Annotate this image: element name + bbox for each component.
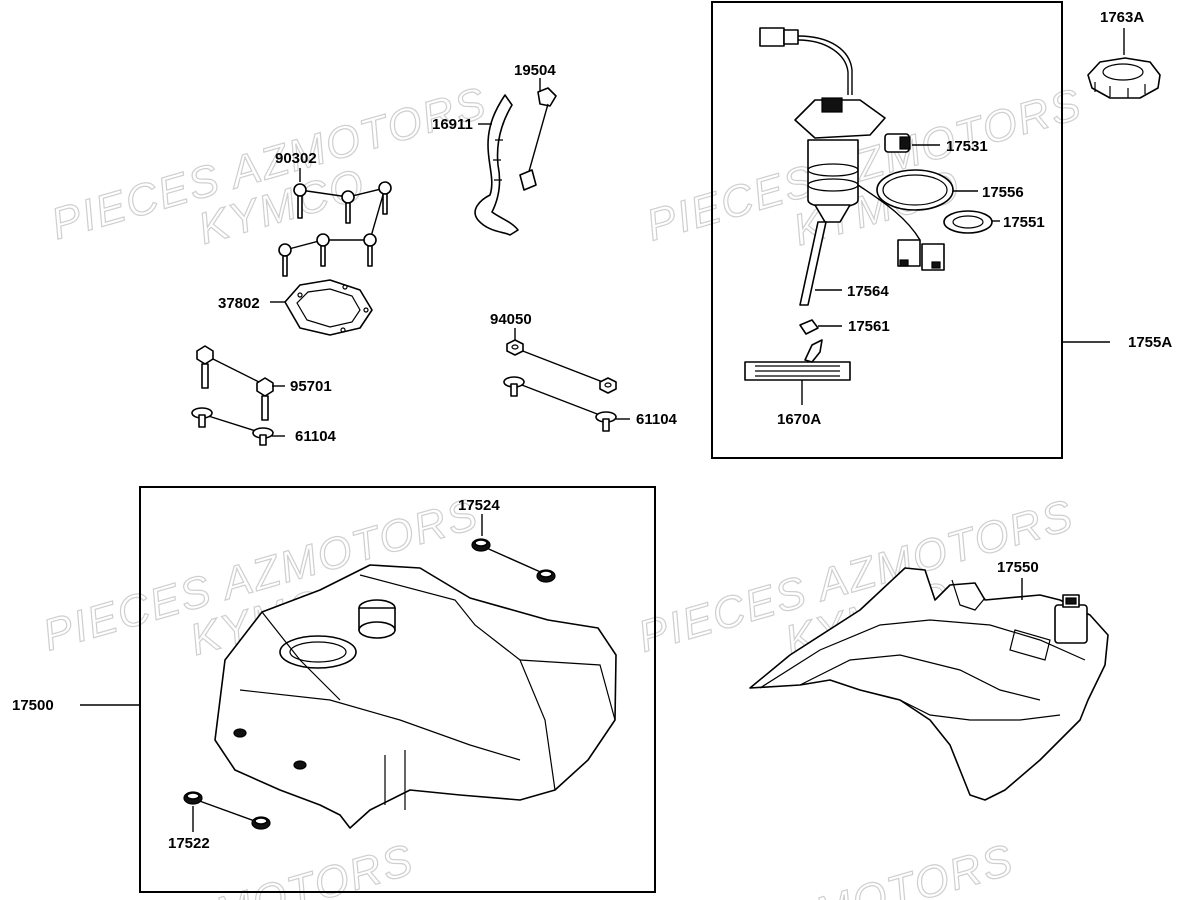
- washer-61104-right: [503, 376, 617, 432]
- fuel-pump-assembly-box: [711, 1, 1063, 459]
- ringnut-17551: [943, 210, 993, 234]
- callout-1755A: 1755A: [1128, 334, 1172, 351]
- callout-19504: 19504: [514, 62, 556, 79]
- callout-1670A: 1670A: [777, 411, 821, 428]
- callout-17556: 17556: [982, 184, 1024, 201]
- sensor-17531: [884, 133, 911, 153]
- fuel-pump: [744, 27, 945, 381]
- callout-17500: 17500: [12, 697, 54, 714]
- bolt-95701: [196, 345, 274, 421]
- callout-61104-left: 61104: [295, 428, 337, 445]
- callout-17524: 17524: [458, 497, 500, 514]
- grommet-17524: [471, 538, 556, 583]
- callout-17531: 17531: [946, 138, 988, 155]
- grommet-17522: [183, 791, 271, 830]
- callout-17564: 17564: [847, 283, 889, 300]
- cap-17561: [799, 319, 819, 335]
- watermark-text: MOTORS: [210, 835, 420, 900]
- screw-set-90302: [278, 181, 392, 277]
- callout-95701: 95701: [290, 378, 332, 395]
- callout-61104-right: 61104: [636, 411, 678, 428]
- hose-16911: [474, 94, 519, 236]
- callout-1763A: 1763A: [1100, 9, 1144, 26]
- callout-17550: 17550: [997, 559, 1039, 576]
- callout-17522: 17522: [168, 835, 210, 852]
- gasket-37802: [284, 279, 373, 336]
- callout-94050: 94050: [490, 311, 532, 328]
- watermark-text: MOTORS: [810, 835, 1020, 900]
- tank-tray-17550: [749, 567, 1109, 801]
- callout-37802: 37802: [218, 295, 260, 312]
- callout-17561: 17561: [848, 318, 890, 335]
- fuel-tank-box: [139, 486, 656, 893]
- callout-16911: 16911: [432, 116, 473, 133]
- callout-90302: 90302: [275, 150, 317, 167]
- fuel-tank-17500: [214, 564, 617, 829]
- clamp-19504: [519, 87, 557, 191]
- fuel-cap-1763A: [1087, 57, 1161, 99]
- oring-17556: [876, 169, 954, 211]
- washer-61104-left: [191, 407, 274, 446]
- callout-17551: 17551: [1003, 214, 1045, 231]
